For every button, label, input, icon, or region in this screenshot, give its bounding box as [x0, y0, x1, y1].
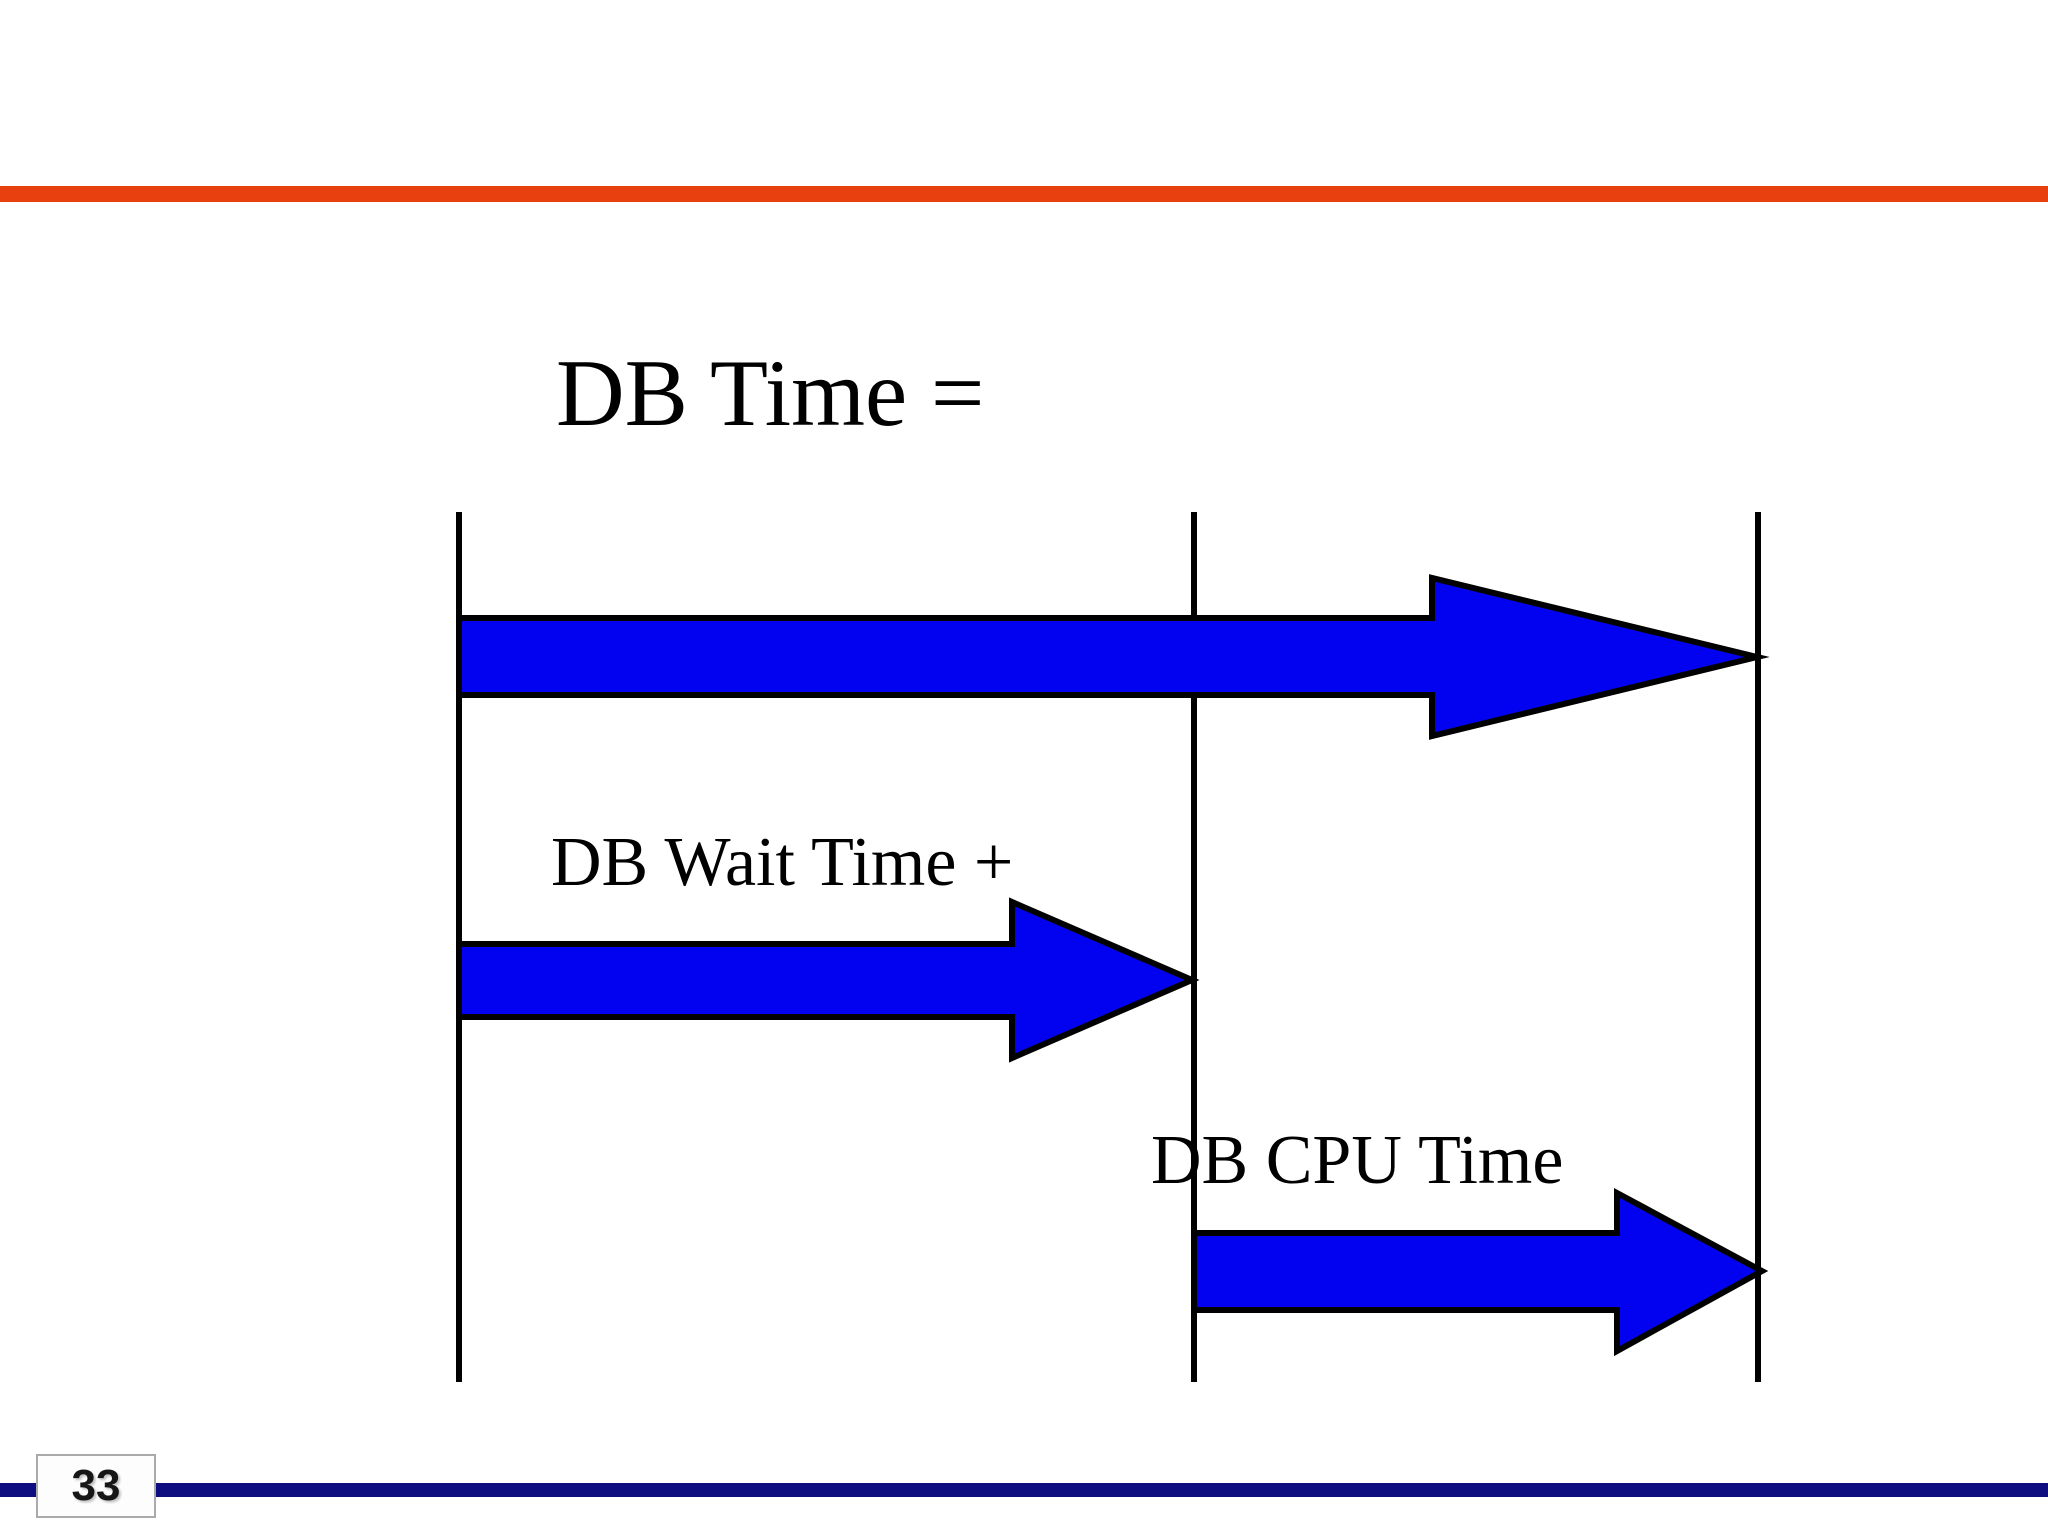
db-cpu-time-label: DB CPU Time	[1151, 1122, 1564, 1199]
db-cpu-time-arrow	[1191, 1187, 1769, 1357]
slide-title: DB Time =	[556, 340, 985, 446]
page-number: 33	[71, 1461, 121, 1510]
top-accent-rule	[0, 186, 2048, 202]
db-wait-time-label: DB Wait Time +	[551, 824, 1014, 901]
db-time-arrow	[456, 574, 1770, 740]
page-number-box: 33	[36, 1454, 156, 1518]
db-wait-time-arrow	[456, 897, 1200, 1063]
bottom-rule	[0, 1483, 2048, 1497]
